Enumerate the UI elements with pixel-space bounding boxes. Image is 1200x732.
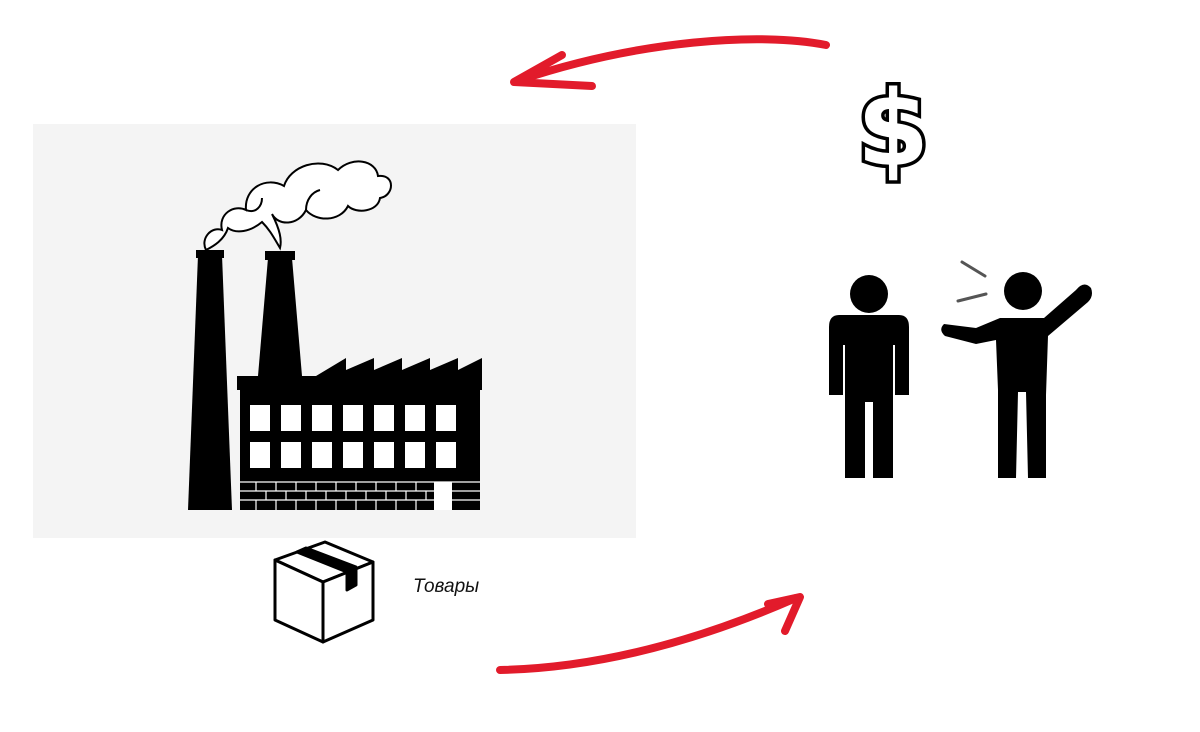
box-icon	[275, 542, 373, 642]
people-talking-icon	[829, 262, 1092, 478]
factory-icon	[188, 161, 482, 510]
arrow-left-icon	[514, 39, 826, 86]
dollar-sign-icon: $	[857, 68, 929, 190]
arrow-right-icon	[500, 597, 800, 670]
smoke-cloud-icon	[204, 161, 391, 250]
goods-label: Товары	[413, 576, 479, 598]
